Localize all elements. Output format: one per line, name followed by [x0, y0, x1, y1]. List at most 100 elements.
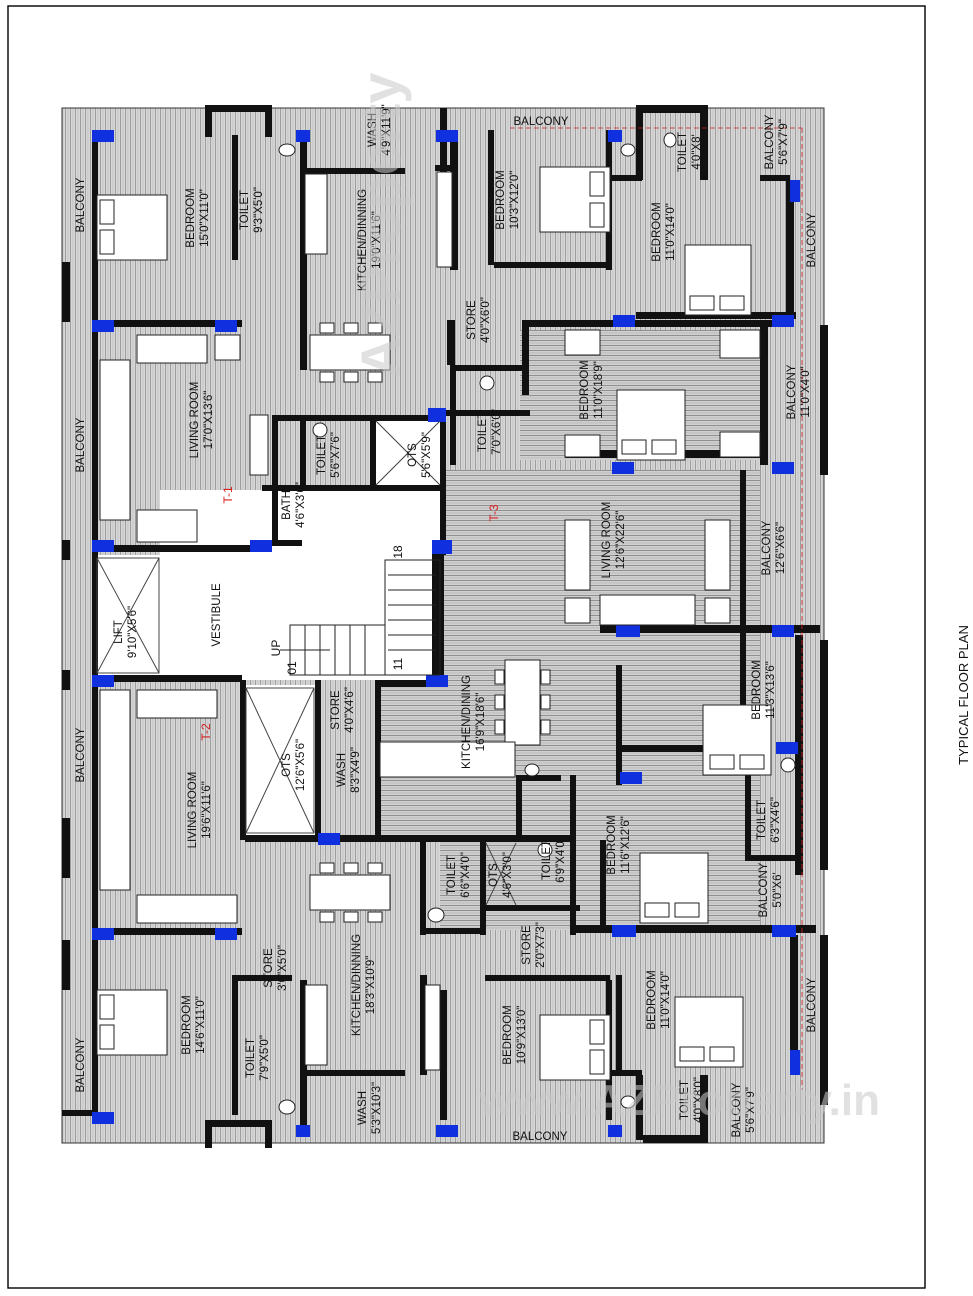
room-dims: 9'10"X5'6" — [127, 606, 139, 658]
room-label: BALCONY — [731, 1082, 743, 1137]
room-dims: 4'0"X4'6" — [344, 687, 356, 733]
room-dims: 4'0"X8' — [691, 134, 703, 169]
room-label: STORE — [521, 925, 533, 965]
watermark-logo: AZProperty — [349, 73, 412, 378]
columns — [92, 130, 800, 1137]
watermark-url: www.AZProperty.in — [478, 1076, 880, 1125]
room-dims: 5'6"X7'9" — [778, 119, 790, 165]
room-label: TOILET — [316, 435, 328, 475]
room-label-balcony-bottom-right: BALCONY — [806, 977, 818, 1032]
walls — [62, 105, 828, 1148]
unit-mark-t2: T-2 — [199, 723, 213, 741]
room-dims: 12'6"X6'6" — [775, 522, 787, 574]
room-dims: 5'6"X5'9" — [421, 432, 433, 478]
room-dims: 4'0"X6'0" — [480, 297, 492, 343]
room-label: KITCHEN/DINNING — [357, 189, 369, 291]
room-dims: 17'0"X13'6" — [203, 391, 215, 450]
room-label: LIVING ROOM — [187, 772, 199, 849]
room-dims: 14'6"X11'0" — [195, 996, 207, 1054]
room-dims: 11'0"X14'0" — [665, 203, 677, 261]
furniture — [96, 166, 772, 1081]
room-label: TOILET — [245, 1038, 257, 1078]
room-label: LIVING ROOM — [601, 502, 613, 579]
stair-up-label: UP — [269, 640, 283, 657]
stair-number-01: 01 — [285, 661, 299, 675]
room-label: OTS — [488, 863, 500, 887]
room-label-balcony-t1-1: BALCONY — [75, 177, 87, 232]
room-dims: 4'9"X11'9" — [381, 104, 393, 155]
room-dims: 11'0"X14'0" — [660, 971, 672, 1029]
room-label: BALCONY — [786, 364, 798, 419]
room-dims: 18'3"X10'9" — [365, 956, 377, 1015]
room-dims: 11'3"X13'6" — [765, 661, 777, 719]
room-dims: 9'3"X5'0" — [253, 187, 265, 233]
room-label-vestibule: VESTIBULE — [211, 583, 223, 647]
room-label-balcony-t2-1: BALCONY — [75, 727, 87, 782]
room-label: LIVING ROOM — [189, 382, 201, 459]
room-dims: 7'9"X5'0" — [259, 1035, 271, 1081]
room-label: TOILET — [239, 190, 251, 230]
room-label: WASH — [336, 753, 348, 787]
room-dims: 8'3"X4'9" — [350, 747, 362, 793]
room-dims: 12'6"X5'6" — [295, 739, 307, 791]
stair-number-11: 11 — [391, 657, 405, 670]
room-label: BEDROOM — [495, 170, 507, 229]
room-label: BATH — [281, 490, 293, 520]
lift-shaft — [96, 557, 160, 674]
room-label-balcony-t2-2: BALCONY — [75, 1037, 87, 1092]
room-dims: 11'0"X4'0" — [800, 366, 812, 417]
room-label: TOILET — [677, 132, 689, 172]
room-label: STORE — [466, 300, 478, 340]
room-dims: 7'0"X6'0" — [491, 409, 503, 455]
room-label: WASH — [367, 113, 379, 147]
room-label: TOILET — [679, 1080, 691, 1120]
room-dims: 12'6"X22'6" — [615, 511, 627, 570]
room-dims: 5'6"X7'6" — [330, 432, 342, 478]
room-dims: 3'0"X5'0" — [277, 945, 289, 991]
room-label: KITCHEN/DINNING — [351, 934, 363, 1036]
room-dims: 4'0"X8'0" — [693, 1077, 705, 1123]
room-label: BEDROOM — [502, 1005, 514, 1064]
room-dims: 6'9"X4'0" — [555, 837, 567, 883]
boundary-lines — [510, 127, 803, 1090]
room-label-balcony-t1-2: BALCONY — [75, 417, 87, 472]
room-dims: 15'0"X11'0" — [199, 189, 211, 247]
room-label: BALCONY — [758, 862, 770, 917]
room-label: TOILET — [756, 800, 768, 840]
room-dims: 5'6"X7'9" — [745, 1087, 757, 1133]
sheet-border — [7, 5, 926, 1289]
room-dims: 10'3"X12'0" — [509, 171, 521, 230]
room-labels: BALCONY BALCONY BALCONY BALCONY BALCONY … — [75, 104, 818, 1143]
unit-mark-t3: T-3 — [487, 504, 501, 522]
room-dims: 5'3"X10'3" — [371, 1082, 383, 1134]
room-label-balcony-bottom: BALCONY — [513, 1131, 568, 1143]
room-label: BEDROOM — [579, 360, 591, 419]
room-label: BEDROOM — [651, 202, 663, 261]
room-dims: 19'0"X11'6" — [371, 211, 383, 269]
room-label: LIFT — [113, 620, 125, 644]
room-dims: 19'6"X11'6" — [201, 781, 213, 839]
room-label: BALCONY — [761, 520, 773, 575]
toilet-fixtures — [278, 132, 796, 1115]
stair-core — [280, 559, 441, 676]
room-dims: 4'6"X3'6" — [295, 482, 307, 528]
room-dims: 2'0"X7'3" — [535, 922, 547, 968]
room-label-balcony-top: BALCONY — [514, 116, 569, 128]
room-label: BEDROOM — [751, 660, 763, 719]
room-label: BEDROOM — [646, 970, 658, 1029]
room-label: WASH — [357, 1091, 369, 1125]
room-dims: 5'0"X6' — [772, 872, 784, 907]
room-label: OTS — [281, 753, 293, 777]
room-label: TOILET — [541, 840, 553, 880]
room-label: TOILET — [477, 412, 489, 452]
room-label-balcony-right-upper: BALCONY — [806, 212, 818, 267]
room-label: BEDROOM — [606, 815, 618, 874]
room-label: TOILET — [446, 855, 458, 895]
room-dims: 6'6"X4'0" — [460, 852, 472, 898]
room-label: STORE — [330, 690, 342, 730]
room-dims: 11'6"X12'6" — [620, 816, 632, 874]
room-label: BEDROOM — [181, 995, 193, 1054]
room-dims: 6'3"X4'6" — [770, 797, 782, 843]
room-dims: 16'9"X18'6" — [475, 693, 487, 752]
